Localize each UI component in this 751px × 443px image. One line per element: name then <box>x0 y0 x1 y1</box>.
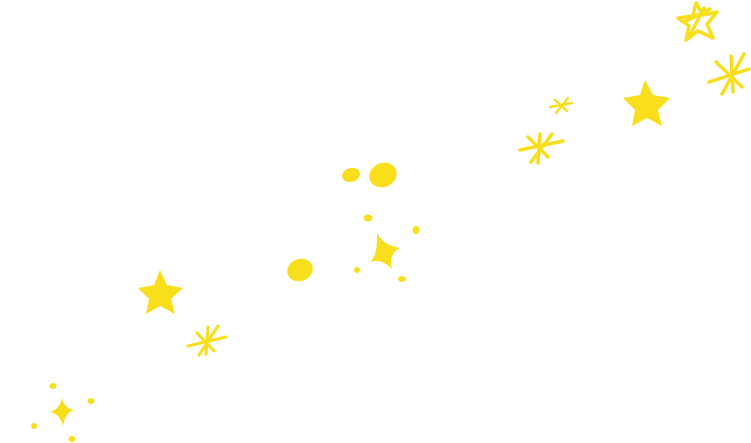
star-icon <box>138 270 183 314</box>
dot <box>369 162 397 188</box>
asterisk-icon <box>518 132 565 165</box>
dot <box>68 436 76 442</box>
asterisk-icon <box>186 324 228 357</box>
dot <box>49 383 57 389</box>
sparkle-icon <box>371 233 400 269</box>
sparkle-cluster-middle <box>354 214 420 282</box>
dot <box>31 423 37 429</box>
star-icon <box>623 80 670 126</box>
outline-star-icon <box>676 1 719 42</box>
sparkle-icon <box>50 398 74 426</box>
dot <box>342 167 360 183</box>
dot <box>398 276 406 282</box>
dot <box>287 258 313 282</box>
asterisk-icon <box>548 96 574 115</box>
dot <box>354 267 360 273</box>
dot <box>412 226 420 234</box>
asterisk-icon <box>707 52 751 96</box>
sparkle-cluster-bottom-left <box>31 383 95 442</box>
dot <box>87 398 95 404</box>
dot <box>363 214 373 222</box>
